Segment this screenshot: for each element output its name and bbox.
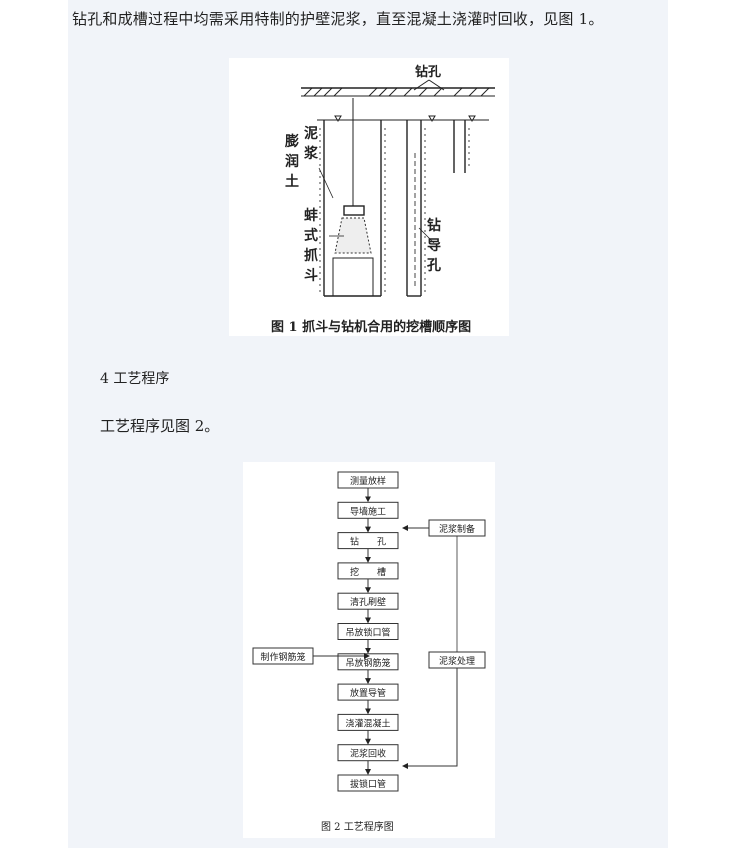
- figure-2-caption: 图 2 工艺程序图: [321, 822, 394, 833]
- section-heading: 4 工艺程序: [100, 371, 170, 387]
- step-label: 吊放锁口管: [345, 627, 390, 639]
- step-label: 挖 槽: [350, 566, 386, 578]
- label-mud-1: 泥: [304, 125, 318, 142]
- label-bentonite-3: 土: [285, 173, 299, 190]
- label-pilot-1: 钻: [427, 217, 441, 234]
- step-label: 拔锁口管: [350, 778, 386, 790]
- step-label: 浇灌混凝土: [345, 717, 390, 729]
- label-bentonite-1: 膨: [285, 133, 299, 150]
- step-label: 测量放样: [350, 475, 386, 487]
- paragraph-2: 工艺程序见图 2。: [100, 417, 220, 435]
- step-label: 清孔刷壁: [350, 596, 386, 608]
- label-grab-2: 式: [304, 227, 318, 244]
- label-grab-1: 蚌: [304, 207, 318, 224]
- label-pilot-3: 孔: [427, 258, 441, 274]
- step-box: [337, 532, 399, 550]
- mud-prep-label: 泥浆制备: [439, 523, 475, 535]
- figure-1-diagram: 钻孔 膨 润 土 泥 浆 蚌 式 抓 斗 钻 导 孔: [285, 64, 495, 297]
- label-grab-4: 斗: [304, 268, 318, 284]
- figure-1: 钻孔 膨 润 土 泥 浆 蚌 式 抓 斗 钻 导 孔 图 1 抓斗与钻机合用的挖…: [229, 58, 509, 336]
- label-bentonite-2: 润: [285, 153, 299, 170]
- step-label: 泥浆回收: [350, 748, 386, 760]
- step-label: 导墙施工: [350, 505, 386, 517]
- figure-2: 测量放样导墙施工钻 孔挖 槽清孔刷壁吊放锁口管吊放钢筋笼放置导管浇灌混凝土泥浆回…: [243, 462, 495, 838]
- mud-treat-label: 泥浆处理: [439, 655, 475, 667]
- paragraph-1: 钻孔和成槽过程中均需采用特制的护壁泥浆，直至混凝土浇灌时回收，见图 1。: [72, 10, 604, 28]
- label-pilot-2: 导: [427, 238, 441, 254]
- step-label: 钻 孔: [350, 536, 386, 548]
- step-box: [337, 501, 399, 519]
- rebar-make-label: 制作钢筋笼: [260, 651, 305, 663]
- label-mud-2: 浆: [304, 145, 319, 162]
- label-drill-hole: 钻孔: [415, 64, 441, 80]
- step-box: [337, 683, 399, 701]
- step-box: [337, 774, 399, 792]
- step-label: 放置导管: [350, 687, 386, 699]
- label-grab-3: 抓: [304, 247, 318, 264]
- step-label: 吊放钢筋笼: [345, 657, 390, 669]
- figure-1-caption: 图 1 抓斗与钻机合用的挖槽顺序图: [271, 320, 472, 335]
